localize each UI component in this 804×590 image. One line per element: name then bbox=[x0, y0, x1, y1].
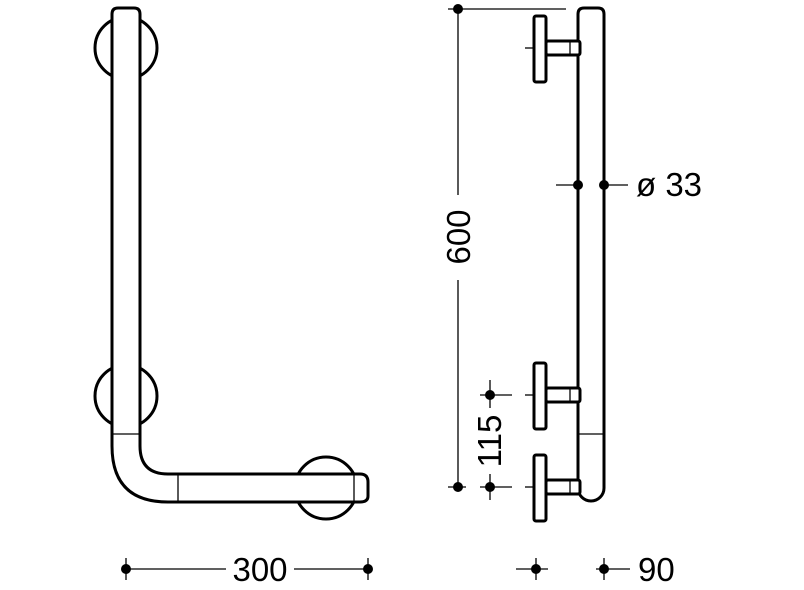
diameter-label: ø 33 bbox=[636, 166, 702, 203]
dimension-300: 300 bbox=[121, 551, 373, 588]
bottom-bracket bbox=[525, 453, 582, 523]
dimension-600: 600 bbox=[440, 4, 566, 492]
dimension-115: 115 bbox=[471, 380, 512, 500]
side-view bbox=[525, 6, 606, 523]
grab-bar-body bbox=[110, 6, 370, 504]
height-label: 600 bbox=[440, 209, 477, 264]
middle-bracket bbox=[525, 361, 582, 431]
offset-label: 115 bbox=[471, 415, 508, 468]
dimension-diameter-33: ø 33 bbox=[556, 166, 702, 203]
width-label: 300 bbox=[232, 551, 287, 588]
front-view bbox=[93, 6, 370, 521]
dimension-90: 90 bbox=[516, 551, 675, 588]
depth-label: 90 bbox=[638, 551, 675, 588]
side-bar-body bbox=[576, 6, 606, 503]
top-bracket bbox=[525, 14, 582, 84]
